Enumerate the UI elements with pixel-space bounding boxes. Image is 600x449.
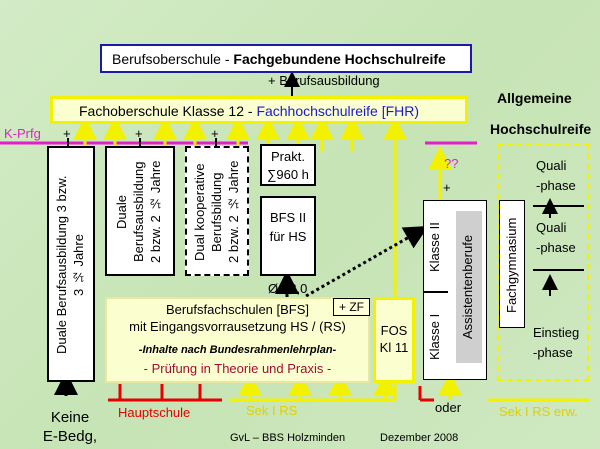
einstieg-line1: Einstieg xyxy=(533,325,580,340)
sek-i-rs-erw-label: Sek I RS erw. xyxy=(499,404,578,419)
klasse-ii-box: Klasse II xyxy=(424,201,448,293)
duale3-line2: 3 ½ Jahre xyxy=(71,234,86,296)
einstieg-phase: Einstieg -phase xyxy=(533,323,579,363)
duale2-line3: 2 bzw. 2 ½ Jahre xyxy=(148,160,163,264)
oder-label: oder xyxy=(435,400,462,415)
quali1-line1: Quali xyxy=(536,158,567,173)
bfs-line1: Berufsfachschulen [BFS] xyxy=(165,302,310,317)
keine-line2: E-Bedg, xyxy=(42,428,98,445)
berufsoberschule-box: Berufsoberschule - Fachgebundene Hochsch… xyxy=(100,44,472,73)
bfs-line3: -Inhalte nach Bundesrahmenlehrplan- xyxy=(138,344,337,356)
quali2-line1: Quali xyxy=(536,220,567,235)
quali-phase-1: Quali -phase xyxy=(536,156,576,196)
keine-line1: Keine xyxy=(50,409,90,426)
fos-11-box: FOS Kl 11 xyxy=(373,297,415,383)
question-marks: ?? xyxy=(444,156,459,171)
fos11-line2: Kl 11 xyxy=(379,340,409,355)
fos12-fhr: Fachhochschulreife [FHR) xyxy=(256,103,420,119)
kprfg-label: K-Prfg xyxy=(4,126,41,141)
footer-date: Dezember 2008 xyxy=(380,432,459,444)
top-box-label: Berufsoberschule - xyxy=(112,51,234,67)
assistentenberufe-box: Assistentenberufe xyxy=(456,211,482,363)
koop-line2: Berufsbildung xyxy=(209,172,224,252)
bfs-line2: mit Eingangsvorrausetzung HS / (RS) xyxy=(129,319,346,334)
footer-author: GvL – BBS Holzminden xyxy=(230,432,346,444)
quali2-line2: -phase xyxy=(536,240,576,255)
fos12-label: Fachoberschule Klasse 12 - xyxy=(79,103,257,119)
berufsfachschulen-box: Berufsfachschulen [BFS] mit Eingangsvorr… xyxy=(105,297,370,383)
quali1-line2: -phase xyxy=(536,178,576,193)
zf-box: + ZF xyxy=(333,298,370,316)
duale-berufsausbildung-3-box: Duale Berufsausbildung 3 bzw. 3 ½ Jahre xyxy=(47,146,95,382)
bfs2-line2: für HS xyxy=(269,229,307,244)
duale2-line1: Duale xyxy=(114,195,129,229)
dual-kooperative-box: Dual kooperative Berufsbildung 2 bzw. 2 … xyxy=(185,146,249,276)
fachgymnasium-label: Fachgymnasium xyxy=(504,217,519,313)
fachgymnasium-group xyxy=(497,143,589,381)
duale-berufsausbildung-2-box: Duale Berufsausbildung 2 bzw. 2 ½ Jahre xyxy=(105,146,175,276)
plus-sign: + xyxy=(211,126,219,141)
allgemeine-label: Allgemeine xyxy=(497,90,572,106)
quali-phase-2: Quali -phase xyxy=(536,218,576,258)
assistentenberufe-group: Klasse II Klasse I Assistentenberufe xyxy=(423,200,487,380)
assistentenberufe-label: Assistentenberufe xyxy=(460,234,475,340)
klasse-i-label: Klasse I xyxy=(427,313,442,361)
hauptschule-label: Hauptschule xyxy=(118,405,191,420)
zf-label: + ZF xyxy=(338,300,364,314)
sek-i-rs-label: Sek I RS xyxy=(246,403,298,418)
einstieg-line2: -phase xyxy=(533,345,573,360)
prakt-line2: ∑960 h xyxy=(267,167,309,182)
keine-eingangsbedingung: Keine E-Bedg, xyxy=(38,408,102,446)
plus-sign: + xyxy=(63,126,71,141)
plus-berufsausbildung: + Berufsausbildung xyxy=(268,73,380,88)
fachoberschule-12-box: Fachoberschule Klasse 12 - Fachhochschul… xyxy=(50,96,468,124)
fos11-line1: FOS xyxy=(380,323,408,338)
bfs-ii-box: BFS II für HS xyxy=(260,196,316,276)
duale3-line1: Duale Berufsausbildung 3 bzw. xyxy=(54,175,69,355)
praktikum-box: Prakt. ∑960 h xyxy=(260,144,316,186)
fachgymnasium-box: Fachgymnasium xyxy=(499,200,525,328)
bfs2-line1: BFS II xyxy=(269,210,307,225)
koop-line1: Dual kooperative xyxy=(192,163,207,261)
bfs-line4: - Prüfung in Theorie und Praxis - xyxy=(143,361,332,376)
plus-sign: + xyxy=(135,126,143,141)
prakt-line1: Prakt. xyxy=(271,149,305,164)
hochschulreife-label: Hochschulreife xyxy=(490,121,592,137)
klasse-ii-label: Klasse II xyxy=(427,222,442,272)
duale2-line2: Berufsausbildung xyxy=(131,161,146,263)
top-box-highlight: Fachgebundene Hochschulreife xyxy=(233,51,446,67)
plus-sign: + xyxy=(443,180,451,195)
klasse-i-box: Klasse I xyxy=(424,295,448,379)
koop-line3: 2 bzw. 2 ½ Jahre xyxy=(226,160,241,264)
grade-threshold: Ø< 3,0 xyxy=(268,281,308,296)
